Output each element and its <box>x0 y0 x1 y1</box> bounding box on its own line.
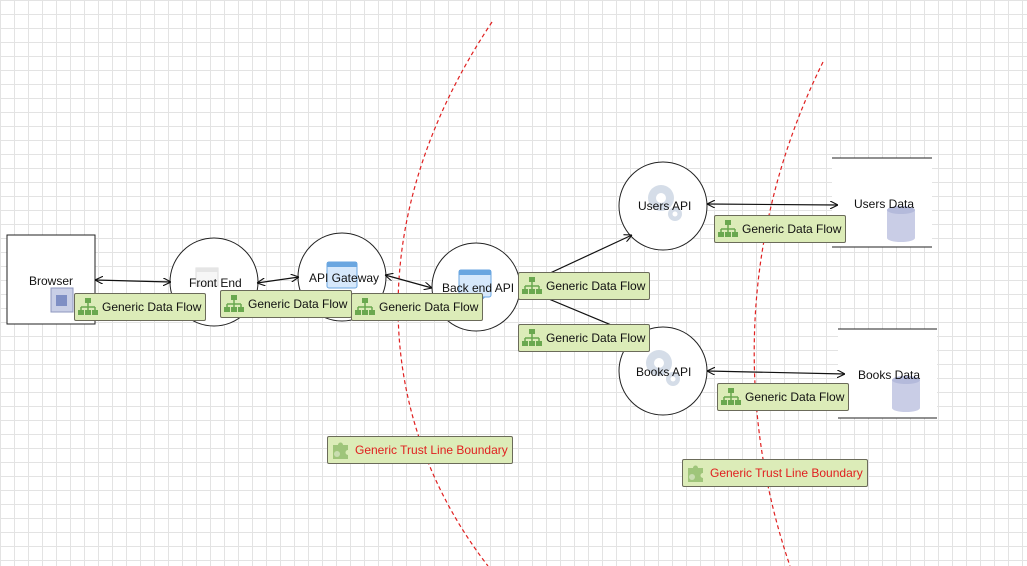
data-flow-text: Generic Data Flow <box>745 390 845 404</box>
data-flow-icon <box>522 277 542 294</box>
trust-boundary-text: Generic Trust Line Boundary <box>710 466 863 480</box>
trust-boundary-text: Generic Trust Line Boundary <box>355 443 508 457</box>
data-flow-text: Generic Data Flow <box>546 331 646 345</box>
web-window-icon <box>326 261 358 289</box>
data-flow-icon <box>224 295 244 312</box>
users-api-label: Users API <box>638 199 692 213</box>
flow-connector-frontend-gateway[interactable] <box>257 277 299 283</box>
data-flow-icon <box>721 388 741 405</box>
data-flow-icon <box>355 298 375 315</box>
data-flow-icon <box>78 298 98 315</box>
web-window-icon <box>50 287 74 313</box>
trust-boundary-label-1[interactable]: Generic Trust Line Boundary <box>327 436 513 464</box>
database-icon <box>892 376 920 412</box>
trust-boundary-label-2[interactable]: Generic Trust Line Boundary <box>682 459 868 487</box>
data-flow-label-backend-booksapi[interactable]: Generic Data Flow <box>518 324 651 352</box>
data-flow-label-gateway-backend[interactable]: Generic Data Flow <box>351 293 484 321</box>
data-flow-label-booksapi-booksdata[interactable]: Generic Data Flow <box>717 383 850 411</box>
flow-connector-gateway-backend[interactable] <box>385 275 432 288</box>
trust-boundary-line-2[interactable] <box>753 61 824 566</box>
browser-label: Browser <box>29 274 74 288</box>
back-end-api-label: Back end API <box>442 281 515 295</box>
flow-connector-booksapi-booksdata[interactable] <box>707 371 845 374</box>
puzzle-icon <box>333 442 348 459</box>
users-data-store[interactable] <box>832 157 932 248</box>
front-end-label: Front End <box>189 276 242 290</box>
data-flow-icon <box>718 220 738 237</box>
data-flow-label-browser-frontend[interactable]: Generic Data Flow <box>74 293 207 321</box>
web-window-icon <box>195 267 219 287</box>
api-gateway-label: API Gateway <box>309 271 380 285</box>
data-flow-text: Generic Data Flow <box>379 300 479 314</box>
data-flow-text: Generic Data Flow <box>248 297 348 311</box>
data-flow-label-usersapi-usersdata[interactable]: Generic Data Flow <box>714 215 847 243</box>
books-data-store[interactable] <box>838 328 937 419</box>
data-flow-label-frontend-gateway[interactable]: Generic Data Flow <box>220 290 353 318</box>
books-api-label: Books API <box>636 365 692 379</box>
database-icon <box>887 206 915 242</box>
flow-connector-usersapi-usersdata[interactable] <box>707 204 838 205</box>
users-data-label: Users Data <box>854 197 915 211</box>
gear-icon <box>646 350 680 386</box>
data-flow-icon <box>522 329 542 346</box>
data-flow-text: Generic Data Flow <box>742 222 842 236</box>
data-flow-text: Generic Data Flow <box>102 300 202 314</box>
flow-connector-browser-frontend[interactable] <box>95 280 171 282</box>
data-flow-label-backend-usersapi[interactable]: Generic Data Flow <box>518 272 651 300</box>
data-flow-text: Generic Data Flow <box>546 279 646 293</box>
puzzle-icon <box>688 465 703 482</box>
books-data-label: Books Data <box>858 368 921 382</box>
gear-icon <box>648 185 682 221</box>
